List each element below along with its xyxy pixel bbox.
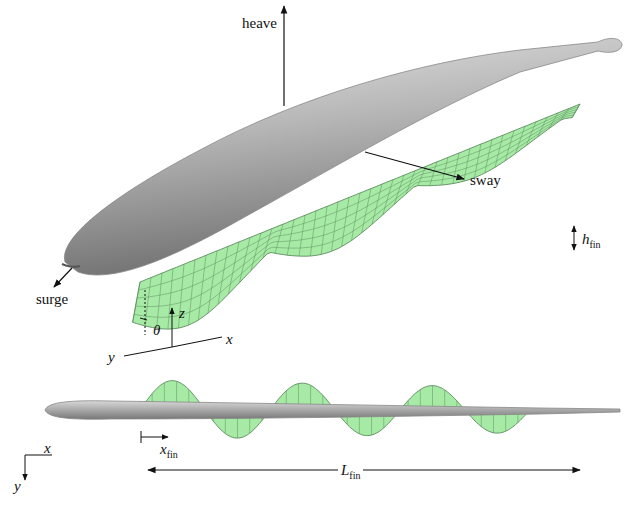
fin-ray	[537, 117, 547, 137]
axis-label: surge	[36, 291, 68, 308]
axis-label: heave	[242, 15, 277, 32]
sway-arrow	[365, 152, 464, 179]
xfin-arrow	[141, 437, 168, 438]
fish-body	[64, 38, 622, 275]
dimension-label: xfin	[160, 441, 178, 460]
fin-ray	[453, 153, 459, 184]
vertical-reference	[145, 290, 146, 335]
fin-ray	[133, 282, 140, 322]
fin-ray	[505, 131, 514, 161]
axis-label: y	[108, 349, 115, 366]
heave-arrow	[283, 6, 284, 106]
fin-ray	[495, 135, 503, 167]
lfin-arrow	[148, 469, 580, 470]
fin-ray	[572, 104, 580, 117]
dimension-label: hfin	[582, 231, 601, 250]
hfin-arrow	[574, 226, 575, 238]
fin-ray	[352, 193, 360, 240]
fin-ray	[275, 224, 283, 253]
fin-ray	[228, 242, 239, 294]
z-axis	[172, 308, 173, 347]
axis-label: z	[179, 305, 185, 322]
angle-label: θ	[153, 322, 160, 339]
fin-ray	[464, 149, 470, 182]
fin-ray	[549, 113, 558, 129]
fin-ray	[362, 189, 371, 233]
axis-label: y	[14, 478, 21, 495]
y-axis	[124, 347, 172, 356]
fin-ray	[418, 166, 426, 185]
axis-label: x	[44, 440, 51, 457]
angle-mark	[140, 318, 147, 320]
fin-ray	[561, 108, 569, 120]
fin-ray	[430, 162, 437, 186]
fin-ray	[218, 246, 228, 304]
fin-ray	[485, 140, 492, 173]
dimension-label: Lfin	[338, 462, 363, 481]
hfin-arrow	[574, 238, 575, 250]
fin-ray	[239, 238, 250, 283]
fin-ray	[342, 197, 349, 246]
fin-ray	[332, 202, 338, 251]
surge-arrow	[54, 268, 72, 287]
fish-body-top-view	[45, 401, 620, 419]
fin-ray	[157, 273, 162, 328]
fin-ray	[321, 206, 327, 254]
x-axis	[172, 337, 222, 347]
axis-label: x	[226, 331, 233, 348]
fin-ray	[441, 157, 448, 185]
y-axis	[25, 455, 26, 480]
fin-ray	[208, 251, 217, 313]
fin-ray	[145, 278, 151, 326]
fin-ray	[287, 220, 294, 255]
fin-ray	[189, 260, 195, 325]
fin-ray	[372, 184, 382, 224]
mouth	[62, 264, 80, 267]
axis-label: sway	[470, 172, 501, 189]
fin-ray	[310, 211, 316, 256]
fin-ray	[178, 264, 184, 328]
fin-ray	[299, 215, 305, 256]
fin-ray	[198, 255, 206, 320]
